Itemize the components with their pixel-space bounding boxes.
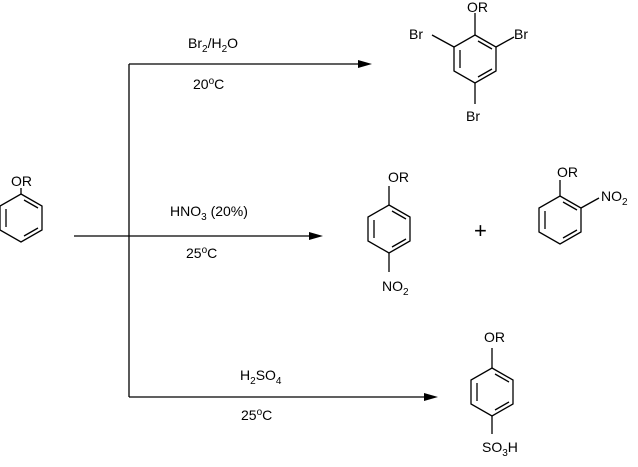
ring-double-bond	[391, 238, 407, 248]
ring-double-bond	[494, 373, 510, 383]
reagent-bromination: Br2/H2O	[188, 35, 238, 55]
starting-material-aryl-ether: OR	[0, 173, 43, 243]
condition-sulfonation: 25oC	[241, 407, 272, 423]
product-tribromo: OR Br Br Br	[409, 0, 528, 124]
condition-bromination: 20oC	[193, 76, 224, 92]
substituent-bond	[431, 34, 455, 48]
plus-sign: +	[474, 218, 487, 243]
reaction-arrows	[74, 60, 438, 401]
ring-double-bond	[562, 229, 578, 239]
arrow-nitration-head	[309, 232, 323, 240]
or-label: OR	[484, 329, 505, 345]
no2-label: NO2	[382, 278, 409, 298]
condition-nitration: 25oC	[186, 245, 217, 261]
ring-double-bond	[562, 201, 578, 211]
benzene-ring	[0, 193, 43, 243]
ring-double-bond	[494, 401, 510, 411]
arrow-sulfonation-head	[424, 393, 438, 401]
ring-double-bond	[477, 68, 493, 78]
ring-double-bond	[23, 199, 39, 209]
reagent-nitration: HNO3 (20%)	[170, 203, 248, 223]
br-label-left: Br	[409, 26, 423, 42]
ring-double-bond	[391, 210, 407, 220]
product-para-nitro: OR NO2	[367, 169, 411, 298]
br-label-bottom: Br	[466, 108, 480, 124]
reagent-sulfonation: H2SO4	[240, 367, 282, 387]
arrow-bromination-head	[358, 60, 372, 68]
product-ortho-nitro: OR NO2	[538, 164, 628, 245]
or-label: OR	[467, 0, 488, 15]
no2-label: NO2	[601, 188, 628, 208]
ring-double-bond	[23, 227, 39, 237]
substituent-bond	[495, 36, 515, 48]
or-label: OR	[11, 173, 32, 189]
or-label: OR	[388, 169, 409, 185]
or-label: OR	[557, 164, 578, 180]
so3h-label: SO3H	[482, 439, 518, 459]
ring-double-bond	[477, 40, 493, 50]
product-para-sulfonic: OR SO3H	[470, 329, 518, 459]
substituent-bond	[580, 197, 600, 209]
br-label-right: Br	[514, 26, 528, 42]
